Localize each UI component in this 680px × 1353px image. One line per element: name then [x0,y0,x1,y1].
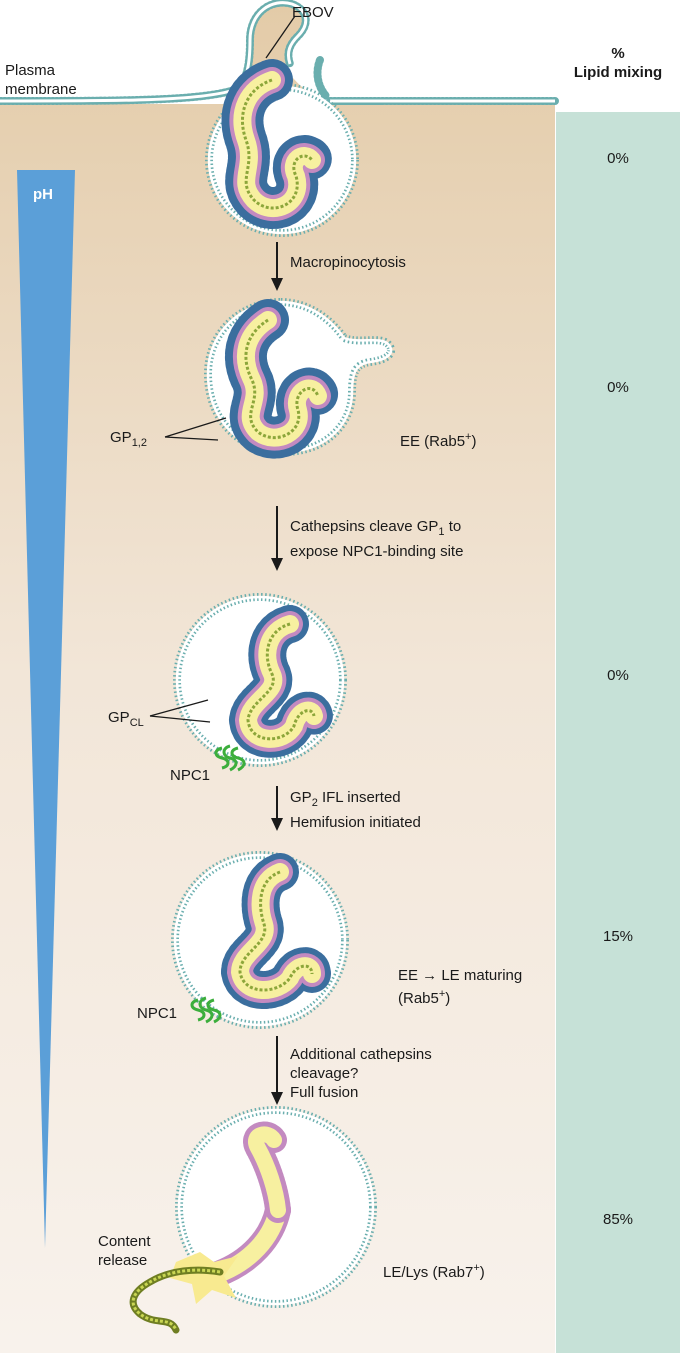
label-plasma-line2: membrane [5,81,77,98]
gp2-line1: GP2 IFL inserted [290,788,421,813]
arrow-step-4 [271,1036,283,1105]
arrow-step-2 [271,506,283,571]
cathepsins-line1-a: Cathepsins cleave GP [290,518,439,535]
label-macropinocytosis: Macropinocytosis [290,254,406,271]
label-gp12: GP1,2 [110,428,147,453]
ebov-virion-4 [220,853,331,1009]
label-additional-cathepsins: Additional cathepsins cleavage? Full fus… [290,1045,432,1102]
gpcl-base: GP [108,709,130,726]
content-release-burst [170,1252,238,1304]
ph-label: pH [33,186,53,203]
ebov-virion-1 [221,59,333,229]
content-line1: Content [98,1233,151,1250]
lipid-mixing-value-5: 85% [602,1211,634,1228]
label-gp2-ifl: GP2 IFL inserted Hemifusion initiated [290,788,421,832]
ee-le-line2-a: (Rab5 [398,990,439,1007]
released-nucleocapsid [129,1266,224,1334]
lipid-mixing-value-2: 0% [607,379,629,396]
label-gpcl: GPCL [108,708,144,733]
npc1-receptor-2 [190,996,222,1024]
ee-le-line2-b: ) [445,990,451,1007]
label-cathepsins: Cathepsins cleave GP1 to expose NPC1-bin… [290,517,463,561]
cathepsins-line2: expose NPC1-binding site [290,543,464,560]
cathepsins-line1: Cathepsins cleave GP1 to [290,517,463,542]
gp2-line1-b: IFL inserted [317,789,401,806]
arrow-step-3 [271,786,283,831]
additional-line3: Full fusion [290,1084,359,1101]
ee-rab5-sup: + [465,431,472,443]
ee-le-line2: (Rab5+) [398,985,522,1008]
content-line2: release [98,1252,148,1269]
label-plasma-membrane: Plasma membrane [5,61,77,99]
le-lys-text: LE/Lys (Rab7 [383,1264,474,1281]
ebov-pointer [265,15,296,59]
cathepsins-line1-b: to [444,518,462,535]
label-npc1-2: NPC1 [137,1005,178,1022]
le-lys-end: ) [479,1264,485,1281]
gpcl-subscript: CL [129,717,144,729]
arrow-step-1 [271,242,283,291]
gp12-subscript: 1,2 [131,437,147,449]
lipid-mixing-value-4: 15% [602,928,634,945]
ebov-virion-3 [228,605,333,758]
gp2-line1-sub: 2 [311,797,318,809]
npc1-receptor-1 [214,744,246,772]
gp12-base: GP [110,429,132,446]
plasma-membrane-core [0,1,555,103]
label-ee-le-maturing: EE → LE maturing (Rab5+) [398,966,522,1008]
label-ee-rab5: EE (Rab5+) [400,428,476,451]
lipid-mixing-value-3: 0% [607,667,629,684]
ee-le-line1: EE → LE maturing [398,967,523,984]
lipid-mixing-percent-symbol: % [611,45,625,62]
gp2-line1-a: GP [290,789,312,806]
label-ebov: EBOV [292,4,334,21]
lipid-mixing-value-1: 0% [607,150,629,167]
label-le-lys: LE/Lys (Rab7+) [383,1259,485,1282]
ph-gradient-wedge [17,170,75,1248]
label-plasma-line1: Plasma [5,62,56,79]
ebov-virion-2 [224,299,339,459]
gp12-pointer-lines [164,417,227,441]
ee-rab5-end: ) [471,433,477,450]
gpcl-pointer-lines [149,699,211,723]
label-content-release: Content release [98,1232,151,1270]
cathepsins-line1-sub: 1 [438,526,445,538]
label-npc1-1: NPC1 [170,767,211,784]
additional-line1: Additional cathepsins [290,1046,432,1063]
additional-line2: cleavage? [290,1065,359,1082]
gp2-line2: Hemifusion initiated [290,814,421,831]
ee-rab5-text: EE (Rab5 [400,433,466,450]
lipid-mixing-column [556,112,680,1353]
le-lys-sup: + [473,1262,480,1274]
lipid-mixing-title: Lipid mixing [573,64,663,81]
lipid-mixing-header: % Lipid mixing [556,44,680,82]
ee-le-line2-sup: + [438,988,446,1000]
